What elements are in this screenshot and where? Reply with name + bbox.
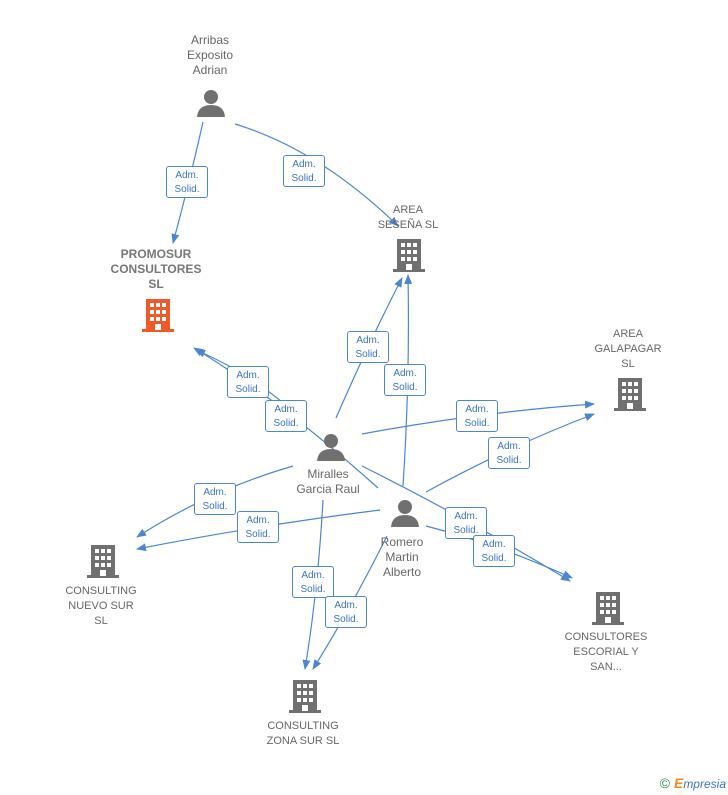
edge-label[interactable]: Adm.Solid. xyxy=(325,596,367,628)
edge-label[interactable]: Adm.Solid. xyxy=(292,566,334,598)
edge-label[interactable]: Adm.Solid. xyxy=(445,507,487,539)
edge-label[interactable]: Adm.Solid. xyxy=(283,155,325,187)
edge-label[interactable]: Adm.Solid. xyxy=(456,400,498,432)
edge-label[interactable]: Adm.Solid. xyxy=(473,535,515,567)
company-label-promosur[interactable]: PROMOSUR CONSULTORES SL xyxy=(110,247,202,291)
person-label-miralles[interactable]: Miralles Garcia Raul xyxy=(296,467,360,496)
footer-brand[interactable]: ©Empresia xyxy=(660,775,726,791)
person-label-arribas[interactable]: Arribas Exposito Adrian xyxy=(186,33,234,77)
person-icon[interactable] xyxy=(390,498,420,528)
company-label-area-galapagar[interactable]: AREA GALAPAGAR SL xyxy=(594,328,662,370)
building-icon[interactable] xyxy=(87,543,119,579)
brand-logo: Empresia xyxy=(673,775,726,791)
building-icon-main[interactable] xyxy=(142,297,174,333)
edge-label[interactable]: Adm.Solid. xyxy=(384,364,426,396)
person-label-romero[interactable]: Romero Martin Alberto xyxy=(380,535,424,579)
edge-label[interactable]: Adm.Solid. xyxy=(265,400,307,432)
edge-label[interactable]: Adm.Solid. xyxy=(227,366,269,398)
company-label-consulting-zona-sur[interactable]: CONSULTING ZONA SUR SL xyxy=(266,720,340,747)
company-label-area-sesena[interactable]: AREA SESEÑA SL xyxy=(377,204,439,231)
building-icon[interactable] xyxy=(289,678,321,714)
edge-label[interactable]: Adm.Solid. xyxy=(347,331,389,363)
building-icon[interactable] xyxy=(393,237,425,273)
copyright-icon: © xyxy=(659,775,670,791)
person-icon[interactable] xyxy=(196,88,226,118)
building-icon[interactable] xyxy=(592,590,624,626)
edge-label[interactable]: Adm.Solid. xyxy=(237,511,279,543)
person-icon[interactable] xyxy=(316,432,346,462)
edge-label[interactable]: Adm.Solid. xyxy=(166,166,208,198)
edge-label[interactable]: Adm.Solid. xyxy=(488,437,530,469)
edge-label[interactable]: Adm.Solid. xyxy=(194,483,236,515)
company-label-consulting-nuevo-sur[interactable]: CONSULTING NUEVO SUR SL xyxy=(65,585,137,627)
building-icon[interactable] xyxy=(614,376,646,412)
company-label-consultores-escorial[interactable]: CONSULTORES ESCORIAL Y SAN... xyxy=(564,631,648,673)
